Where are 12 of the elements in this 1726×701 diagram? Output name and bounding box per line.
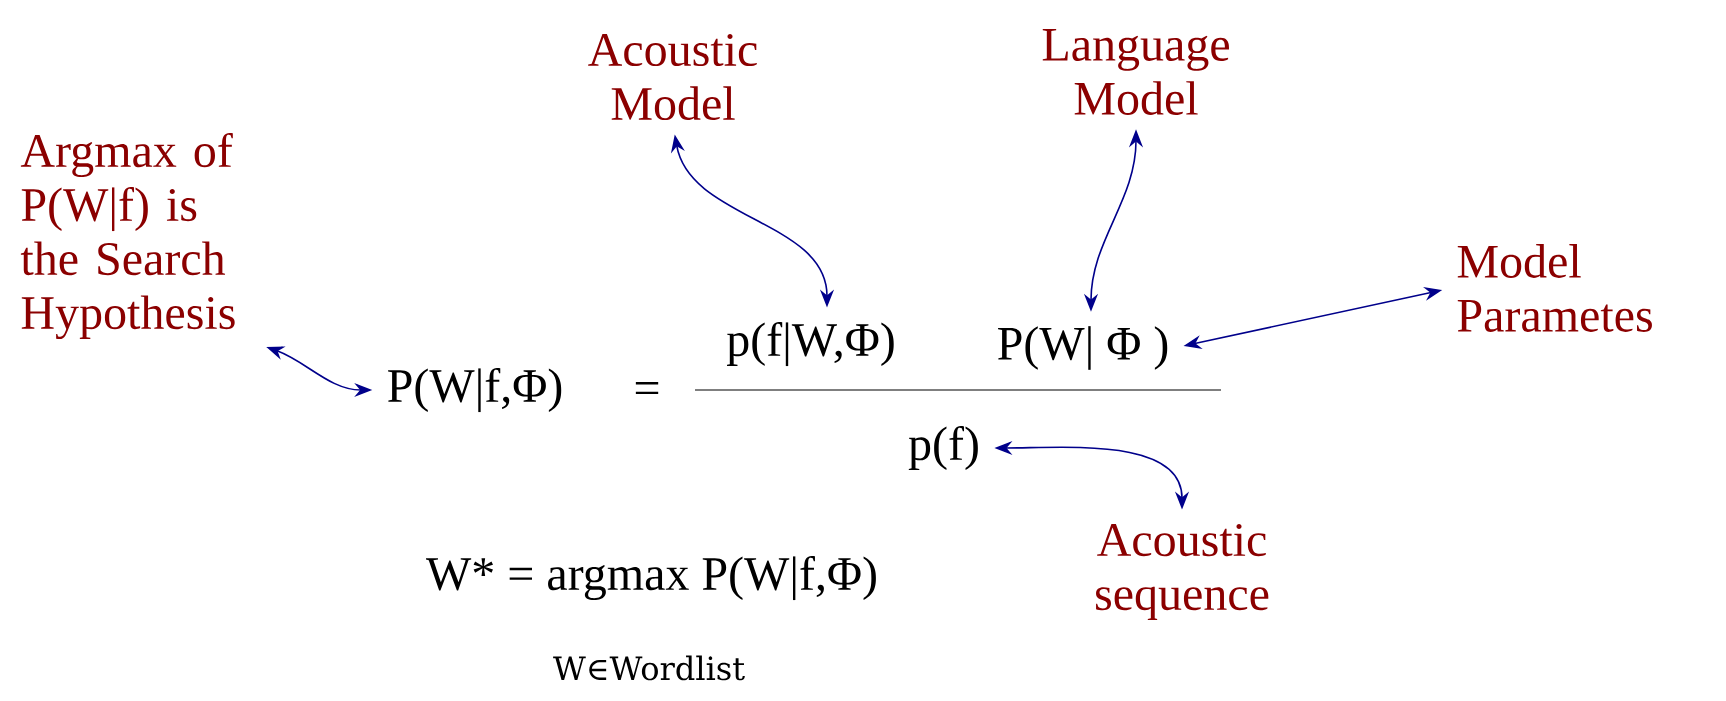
annotation-text: Model Parametes xyxy=(1457,244,1652,332)
formula-text: W∈Wordlist xyxy=(553,655,745,681)
annotation-text: Language Model xyxy=(1042,29,1229,115)
annotation-text: Acoustic sequence xyxy=(1096,524,1269,620)
annotation-text: Argmax of P(W|f) is the Search Hypothesis xyxy=(20,132,235,340)
formula-term: p(f) xyxy=(908,426,978,470)
formula-text: W* = argmax P(W|f,Φ) xyxy=(426,555,876,601)
formula-term: P(W| Φ ) xyxy=(998,326,1168,370)
annotation-text: Acoustic Model xyxy=(588,33,757,121)
formula-term: P(W|f,Φ) xyxy=(388,367,562,413)
formula-term: p(f|W,Φ) xyxy=(727,321,894,367)
formula-text: = xyxy=(635,382,659,394)
